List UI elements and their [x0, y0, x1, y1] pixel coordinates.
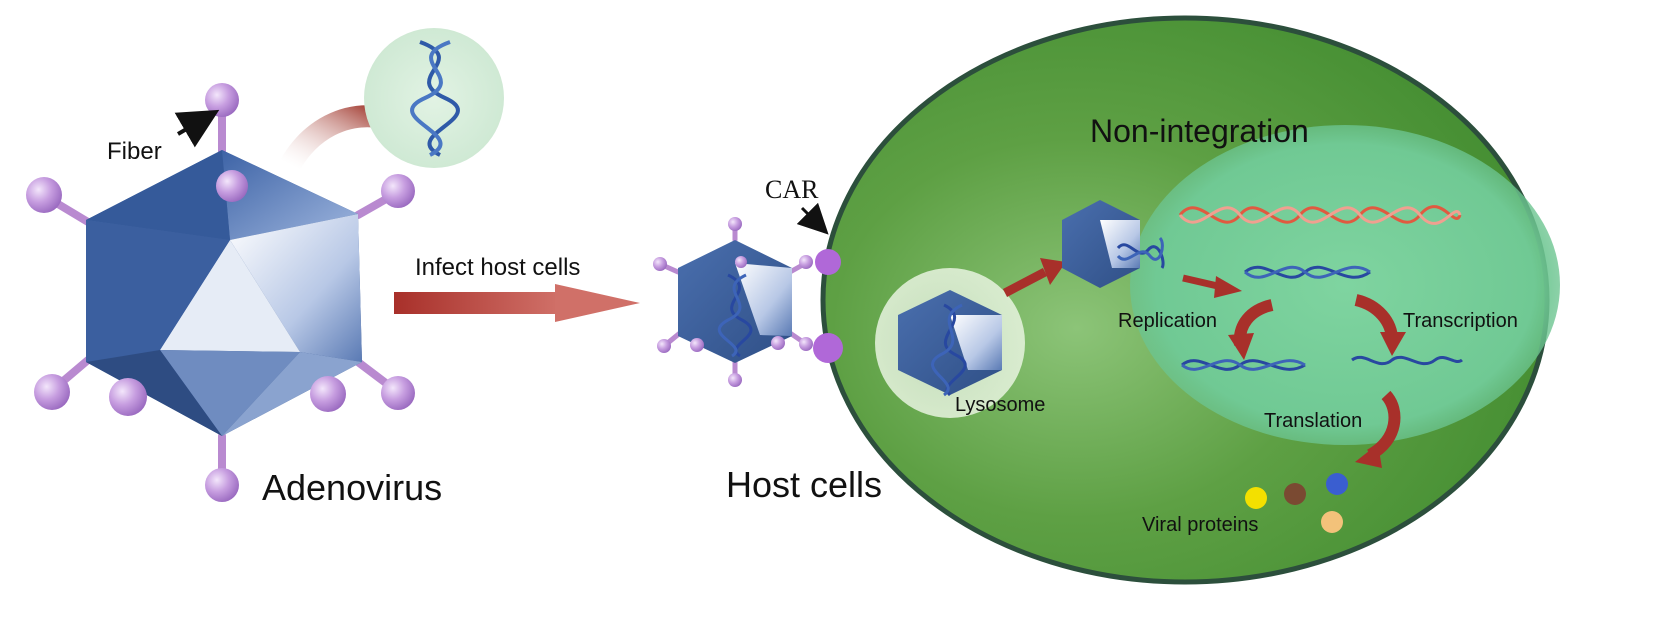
car-receptor-icon	[815, 249, 841, 275]
small-virus-icon	[653, 217, 813, 387]
car-label: CAR	[765, 175, 819, 204]
dna-helix-icon	[364, 28, 504, 168]
translation-arrow	[1355, 390, 1401, 468]
transcription-arrow	[1354, 294, 1406, 356]
lysosome-label: Lysosome	[955, 394, 1045, 416]
fiber-label: Fiber	[107, 138, 162, 165]
transcription-label: Transcription	[1403, 310, 1518, 332]
lysosome	[875, 268, 1025, 418]
viral-proteins-icon	[1245, 473, 1348, 533]
car-pointer-arrow	[796, 202, 829, 235]
escape-arrow	[1002, 258, 1066, 297]
mrna-icon	[1351, 355, 1463, 366]
uncoating-virus-icon	[1062, 200, 1165, 288]
adenovirus-icon	[26, 83, 415, 502]
viral-dna-icon	[1243, 265, 1371, 279]
viral-proteins-label: Viral proteins	[1142, 514, 1258, 536]
nuclear-entry-arrow	[1182, 274, 1242, 298]
infect-arrow	[394, 284, 640, 322]
replication-arrow	[1228, 299, 1274, 360]
replicated-dna-icon	[1181, 359, 1306, 371]
adenovirus-label: Adenovirus	[262, 467, 442, 508]
host-dna-icon	[1178, 205, 1462, 225]
host-cells-label: Host cells	[726, 464, 882, 505]
infect-label: Infect host cells	[415, 254, 580, 281]
non-integration-label: Non-integration	[1090, 113, 1309, 149]
fiber-pointer-arrow	[174, 109, 220, 148]
translation-label: Translation	[1264, 410, 1362, 432]
car-receptor-icon	[813, 333, 843, 363]
nucleus	[1130, 125, 1560, 445]
replication-label: Replication	[1118, 310, 1217, 332]
